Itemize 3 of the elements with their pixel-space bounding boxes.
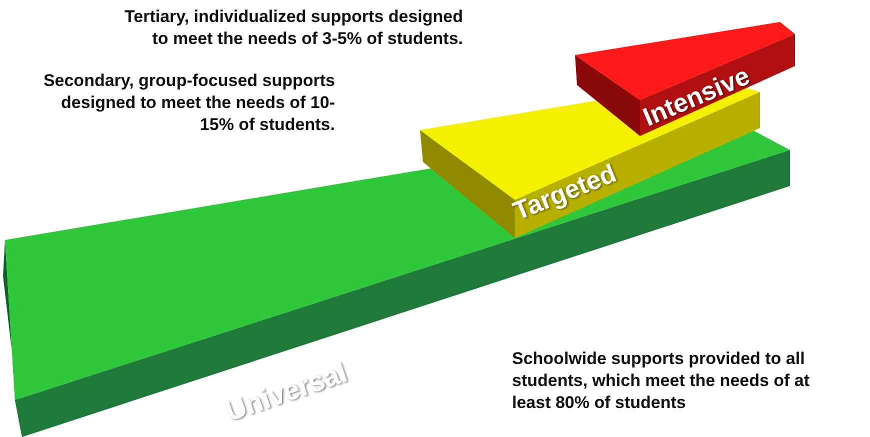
description-text: Secondary, group-focused supports designed to meet the needs of 10-15% of students. (42, 70, 335, 136)
description-text: Tertiary, individualized supports designed to meet the needs of 3-5% of students. (124, 6, 463, 50)
description-text: Schoolwide supports provided to all students, which meet the needs of at least 80% of students (512, 348, 811, 414)
